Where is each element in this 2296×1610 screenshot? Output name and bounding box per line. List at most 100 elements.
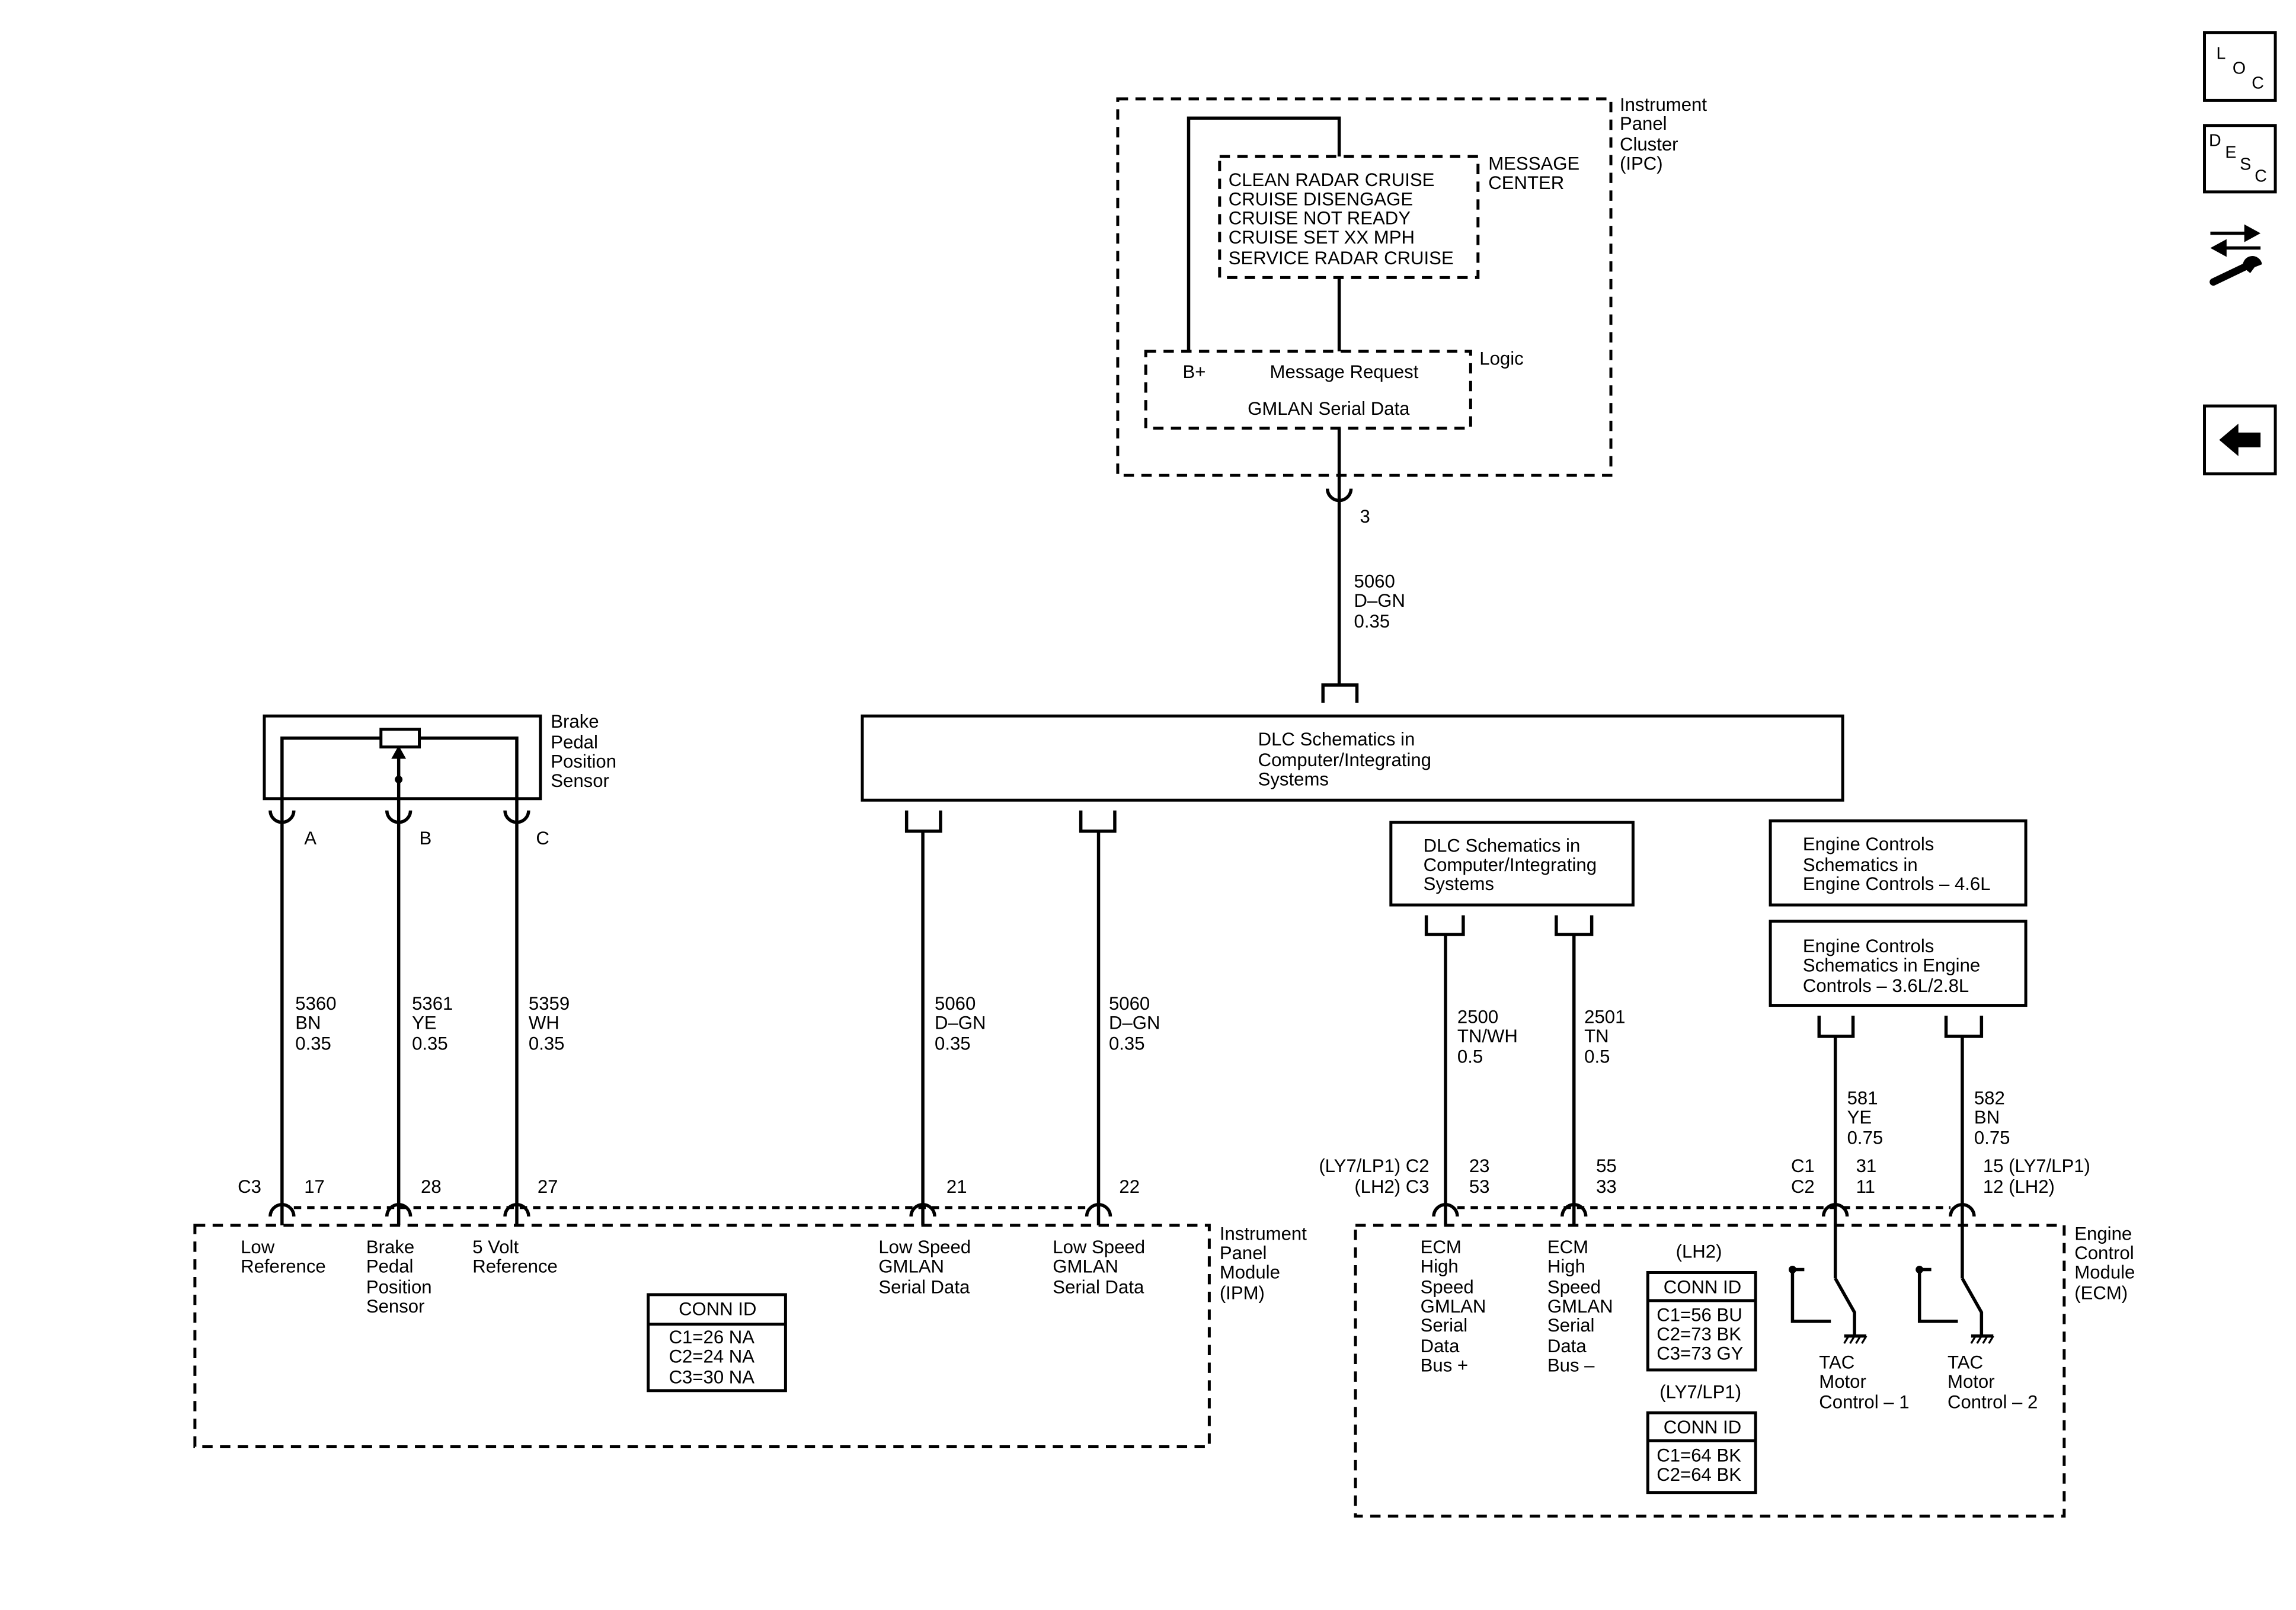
- ecm-function-label: ECM: [1421, 1237, 1462, 1257]
- ipm-function-label: 5 Volt: [472, 1237, 519, 1257]
- ipm-function-label: Reference: [241, 1256, 326, 1276]
- logic-serial-data: GMLAN Serial Data: [1248, 398, 1410, 419]
- circuit-gauge: 0.35: [412, 1033, 448, 1054]
- ecm-function-label: GMLAN: [1421, 1296, 1486, 1317]
- sensor-terminal-letter: B: [420, 828, 432, 849]
- ecm-connector-id: (LH2) C3: [1354, 1176, 1429, 1197]
- sensor-terminal-letter: A: [304, 828, 316, 849]
- ecm-pin-number: 12 (LH2): [1983, 1176, 2055, 1197]
- message-center-label: CENTER: [1488, 172, 1564, 193]
- ipm-function-label: Pedal: [366, 1256, 414, 1276]
- ecm-pin-number: 11: [1856, 1176, 1875, 1197]
- circuit-color: BN: [295, 1012, 321, 1033]
- desc-button-frame: [2203, 124, 2277, 194]
- circuit-number: 5060: [1354, 571, 1395, 592]
- ecm-conn-id-table-lh2: CONN ID C1=56 BU C2=73 BK C3=73 GY: [1646, 1271, 1757, 1372]
- circuit-gauge: 0.35: [295, 1033, 331, 1054]
- ecm-label: Engine: [2074, 1224, 2132, 1244]
- ipm-connector-id: C3: [238, 1176, 261, 1197]
- ipm-conn-id-table: CONN ID C1=26 NA C2=24 NA C3=30 NA: [647, 1293, 787, 1393]
- ipm-terminal: [503, 1203, 530, 1217]
- ipm-function-label: Low: [241, 1237, 275, 1257]
- engine-controls-46-box: Engine Controls Schematics in Engine Con…: [1769, 819, 2028, 907]
- dlc-box-text: Computer/Integrating: [1424, 854, 1597, 875]
- arrow-right-head: [2244, 224, 2261, 242]
- ecm-terminal: [1432, 1203, 1459, 1217]
- tac-function-label: Motor: [1948, 1371, 1995, 1392]
- dlc-box-text: DLC Schematics in: [1424, 835, 1581, 856]
- sensor-frame: [263, 714, 542, 801]
- engine-controls-text: Engine Controls – 4.6L: [1803, 873, 1991, 894]
- ipm-function-label: GMLAN: [1053, 1256, 1118, 1276]
- ecm-function-label: Data: [1421, 1336, 1460, 1356]
- conn-id-header: CONN ID: [679, 1299, 756, 1320]
- ipc-label: Instrument: [1620, 94, 1707, 115]
- circuit-number: 581: [1847, 1087, 1878, 1108]
- splice-dot: [395, 775, 403, 783]
- desc-letter: S: [2240, 155, 2251, 174]
- dlc-connector-bracket: [1321, 683, 1359, 703]
- ipc-label: Panel: [1620, 113, 1667, 134]
- tac-motor-control-2-switch: [1916, 1266, 1994, 1344]
- ipm-function-label: Serial Data: [1053, 1276, 1144, 1297]
- loc-letter: O: [2233, 59, 2246, 78]
- sensor-internal-wire: [419, 736, 519, 799]
- ecm-function-label: Serial: [1547, 1315, 1595, 1336]
- conn-id-row: C2=24 NA: [669, 1346, 755, 1366]
- logic-b-plus: B+: [1183, 361, 1206, 382]
- ecm-function-label: Speed: [1421, 1276, 1474, 1297]
- b-plus-feed-wire: [1187, 116, 1341, 351]
- loc-button[interactable]: L O C: [2203, 31, 2277, 102]
- ipm-function-label: GMLAN: [878, 1256, 944, 1276]
- ipc-module: Instrument Panel Cluster (IPC) CLEAN RAD…: [1116, 94, 1707, 477]
- ipm-function-label: Position: [366, 1276, 432, 1297]
- dlc-box-text: Systems: [1424, 873, 1494, 894]
- sensor-label: Pedal: [551, 732, 598, 753]
- conn-id-frame: [1646, 1411, 1757, 1494]
- switch-blade: [1961, 1278, 1984, 1336]
- circuit-color: TN: [1584, 1026, 1609, 1046]
- desc-button[interactable]: D E S C: [2203, 124, 2277, 194]
- ipc-label: (IPC): [1620, 153, 1663, 174]
- component-view-icon[interactable]: [2209, 224, 2262, 286]
- circuit-gauge: 0.35: [529, 1033, 565, 1054]
- engine-controls-text: Schematics in Engine: [1803, 955, 1980, 975]
- desc-letter: D: [2209, 132, 2221, 151]
- conn-id-row: C3=30 NA: [669, 1366, 755, 1387]
- conn-id-row: C1=56 BU: [1657, 1305, 1742, 1326]
- ipm-pin-number: 27: [538, 1176, 558, 1197]
- tac-function-label: TAC: [1819, 1352, 1854, 1372]
- tac-function-label: Control – 1: [1819, 1392, 1909, 1413]
- ecm-function-label: ECM: [1547, 1237, 1588, 1257]
- tac-connector-id: C2: [1791, 1176, 1815, 1197]
- ecm-pin-number: 23: [1469, 1156, 1490, 1176]
- conn-id-header: CONN ID: [1664, 1417, 1741, 1438]
- logic-box: [1144, 350, 1472, 430]
- ecm-pin-number: 55: [1596, 1156, 1617, 1176]
- circuit-number: 2501: [1584, 1006, 1625, 1027]
- logic-message-request: Message Request: [1270, 361, 1419, 382]
- conn-id-engine-label: (LY7/LP1): [1659, 1381, 1741, 1402]
- ipm-function-label: Sensor: [366, 1296, 425, 1317]
- loc-letter: C: [2252, 73, 2264, 92]
- engine-controls-frame: [1769, 819, 2028, 907]
- dlc-box-text: Systems: [1258, 769, 1329, 789]
- ipm-function-label: Low Speed: [1053, 1237, 1145, 1257]
- ipm-terminal: [268, 1203, 296, 1217]
- ipm-pin-number: 21: [946, 1176, 967, 1197]
- switch-contact: [1917, 1269, 1958, 1323]
- circuit-color: D–GN: [1109, 1012, 1160, 1033]
- ipc-pin-number: 3: [1360, 506, 1370, 527]
- wrench-head: [2243, 256, 2262, 273]
- ipm-module: Instrument Panel Module (IPM) Low Refere…: [193, 1224, 1307, 1448]
- back-button[interactable]: [2203, 404, 2277, 476]
- dlc-box-text: Computer/Integrating: [1258, 750, 1431, 770]
- engine-controls-36-box: Engine Controls Schematics in Engine Con…: [1769, 920, 2028, 1007]
- message-center-message: SERVICE RADAR CRUISE: [1229, 248, 1454, 268]
- arrow-left-head: [2210, 239, 2227, 257]
- ecm-label: Module: [2074, 1262, 2135, 1282]
- tac-function-label: Control – 2: [1948, 1392, 2038, 1413]
- message-center-box: [1218, 155, 1480, 279]
- message-center-message: CRUISE SET XX MPH: [1229, 227, 1415, 248]
